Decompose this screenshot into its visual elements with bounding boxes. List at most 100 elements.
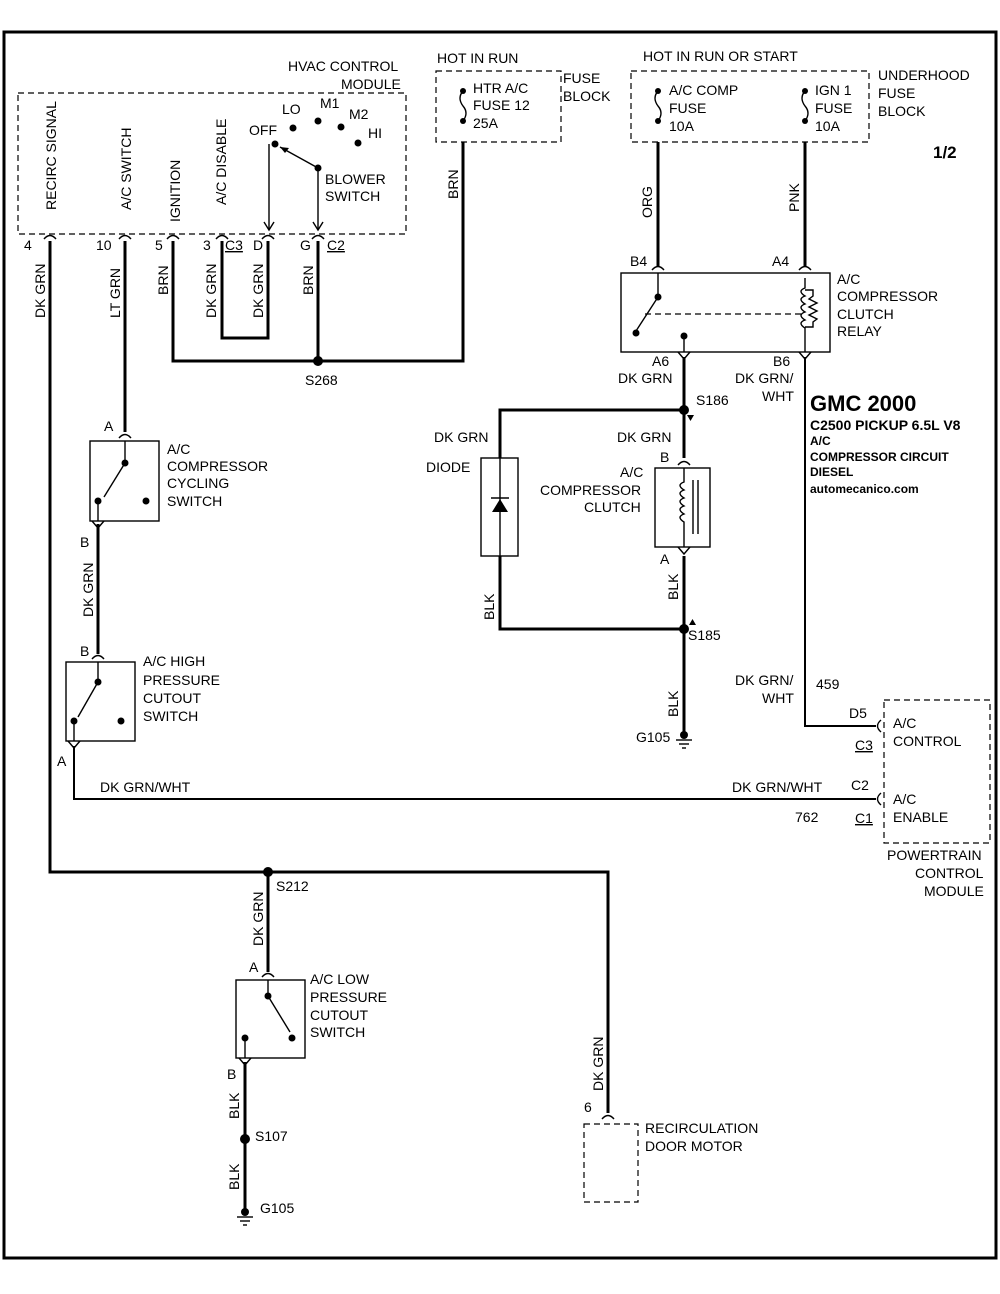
label-dk-grn-wht-left: DK GRN/WHT [100, 779, 191, 795]
arrow-g-icon [312, 221, 324, 232]
diode: DIODE [426, 457, 519, 557]
wire-brn-fuse [318, 142, 465, 363]
cycling-pin-b: B [80, 534, 89, 550]
pcm-ac-enable-1: A/C [893, 791, 916, 807]
label-dk-grn-1: DK GRN [32, 264, 48, 318]
splice-s185-label: S185 [688, 627, 721, 643]
arrow-d-icon [263, 221, 275, 232]
splice-s268-label: S268 [305, 372, 338, 388]
label-dk-grn-2: DK GRN [203, 264, 219, 318]
clutch-pin-a: A [660, 551, 670, 567]
relay-label-4: RELAY [837, 323, 883, 339]
pcm-pin-c3: C3 [855, 737, 873, 753]
label-blk-1: BLK [226, 1092, 242, 1119]
fuse-12-line-1: HTR A/C [473, 80, 528, 96]
blower-off-label: OFF [249, 122, 277, 138]
relay-label-1: A/C [837, 271, 860, 287]
fuse-block-label-1: FUSE [563, 70, 600, 86]
blower-lo-label: LO [282, 101, 301, 117]
s185-arrow-icon [689, 619, 696, 625]
clutch-box [654, 467, 711, 548]
blower-switch-label-2: SWITCH [325, 188, 380, 204]
label-459: 459 [816, 676, 840, 692]
pcm-pin-c2: C2 [851, 777, 869, 793]
recirc-motor-label-2: DOOR MOTOR [645, 1138, 743, 1154]
low-pressure-label-1: A/C LOW [310, 971, 370, 987]
title-model: C2500 PICKUP 6.5L V8 [810, 417, 961, 433]
fuse-ign-line-1: IGN 1 [815, 82, 852, 98]
clutch-label-2: COMPRESSOR [540, 482, 641, 498]
label-brn-2: BRN [300, 265, 316, 295]
wire-labels: DK GRN LT GRN BRN DK GRN DK GRN BRN BRN … [32, 169, 840, 1190]
ac-low-pressure-cutout-switch: A B A/C LOW PRESSURE CUTOUT SWITCH [227, 959, 387, 1082]
ac-compressor-cycling-switch: A B A/C COMPRESSOR CYCLING SWITCH [80, 418, 268, 550]
cycling-label-4: SWITCH [167, 493, 222, 509]
fuse-block-label-2: BLOCK [563, 88, 611, 104]
label-b6-dk-grn-slash: DK GRN/ [735, 370, 793, 386]
title-site: automecanico.com [810, 482, 919, 496]
label-brn-1: BRN [155, 265, 171, 295]
ground-icon-g105-clutch [676, 731, 692, 749]
label-blk-2: BLK [226, 1163, 242, 1190]
splice-s212-dot [263, 867, 273, 877]
title-make: GMC 2000 [810, 391, 916, 416]
ac-switch-label: A/C SWITCH [118, 128, 134, 210]
label-pcm-wht: WHT [762, 690, 794, 706]
recirc-motor-pin-6: 6 [584, 1099, 592, 1115]
recirculation-door-motor: 6 RECIRCULATION DOOR MOTOR [583, 1099, 758, 1203]
low-pressure-arm [267, 995, 291, 1033]
fuse-block: HOT IN RUN FUSE BLOCK HTR A/C FUSE 12 25… [435, 50, 611, 143]
page-border [2, 30, 998, 1260]
cycling-label-2: COMPRESSOR [167, 458, 268, 474]
pin-g: G [300, 237, 311, 253]
pcm-label-1: POWERTRAIN [887, 847, 982, 863]
recirc-motor-box [583, 1123, 639, 1203]
blower-off-contact [271, 140, 279, 148]
fuse-12-icon [459, 88, 467, 124]
relay-resistor-icon [805, 289, 819, 328]
relay-pin-a4: A4 [772, 253, 789, 269]
pcm-box [883, 699, 991, 844]
pin-c2: C2 [327, 237, 345, 253]
fuse-ign-icon [801, 88, 809, 124]
diode-icon [492, 499, 508, 512]
label-blk-4: BLK [665, 573, 681, 600]
high-pressure-label-3: CUTOUT [143, 690, 202, 706]
ac-disable-label: A/C DISABLE [213, 119, 229, 205]
splice-s186-label: S186 [696, 392, 729, 408]
relay-coil-icon [800, 278, 807, 352]
relay-pin-b6: B6 [773, 353, 790, 369]
blower-m1-label: M1 [320, 95, 340, 111]
hvac-module-box [17, 92, 407, 235]
wire-recirc-dk-grn [48, 241, 610, 1113]
label-lt-grn: LT GRN [107, 268, 123, 318]
fuse-ac-line-1: A/C COMP [669, 82, 738, 98]
underhood-fuse-block: HOT IN RUN OR START UNDERHOOD FUSE BLOCK… [630, 48, 970, 143]
pcm-label-2: CONTROL [915, 865, 984, 881]
low-pressure-label-3: CUTOUT [310, 1007, 369, 1023]
high-pressure-pin-a: A [57, 753, 67, 769]
wire-diode-s185 [498, 556, 684, 631]
relay-label-3: CLUTCH [837, 306, 894, 322]
splice-s212-label: S212 [276, 878, 309, 894]
splice-s107-dot [240, 1134, 250, 1144]
blower-hi-contact [354, 139, 362, 147]
underhood-label-1: UNDERHOOD [878, 67, 970, 83]
wire-dk-grn-wht-enable [73, 746, 876, 800]
hot-in-run-or-start-label: HOT IN RUN OR START [643, 48, 798, 64]
high-pressure-label-4: SWITCH [143, 708, 198, 724]
low-pressure-box [235, 979, 306, 1059]
diode-label: DIODE [426, 459, 470, 475]
high-pressure-label-2: PRESSURE [143, 672, 220, 688]
label-pcm-dk-grn-slash: DK GRN/ [735, 672, 793, 688]
underhood-box [630, 70, 870, 143]
label-pnk: PNK [786, 183, 802, 212]
fuse-block-box [435, 70, 562, 143]
fuse-ign-line-2: FUSE [815, 100, 852, 116]
underhood-label-3: BLOCK [878, 103, 926, 119]
page-number: 1/2 [933, 143, 957, 162]
blower-switch-label-1: BLOWER [325, 171, 386, 187]
blower-m1-contact [314, 117, 322, 125]
clutch-label-1: A/C [620, 464, 643, 480]
